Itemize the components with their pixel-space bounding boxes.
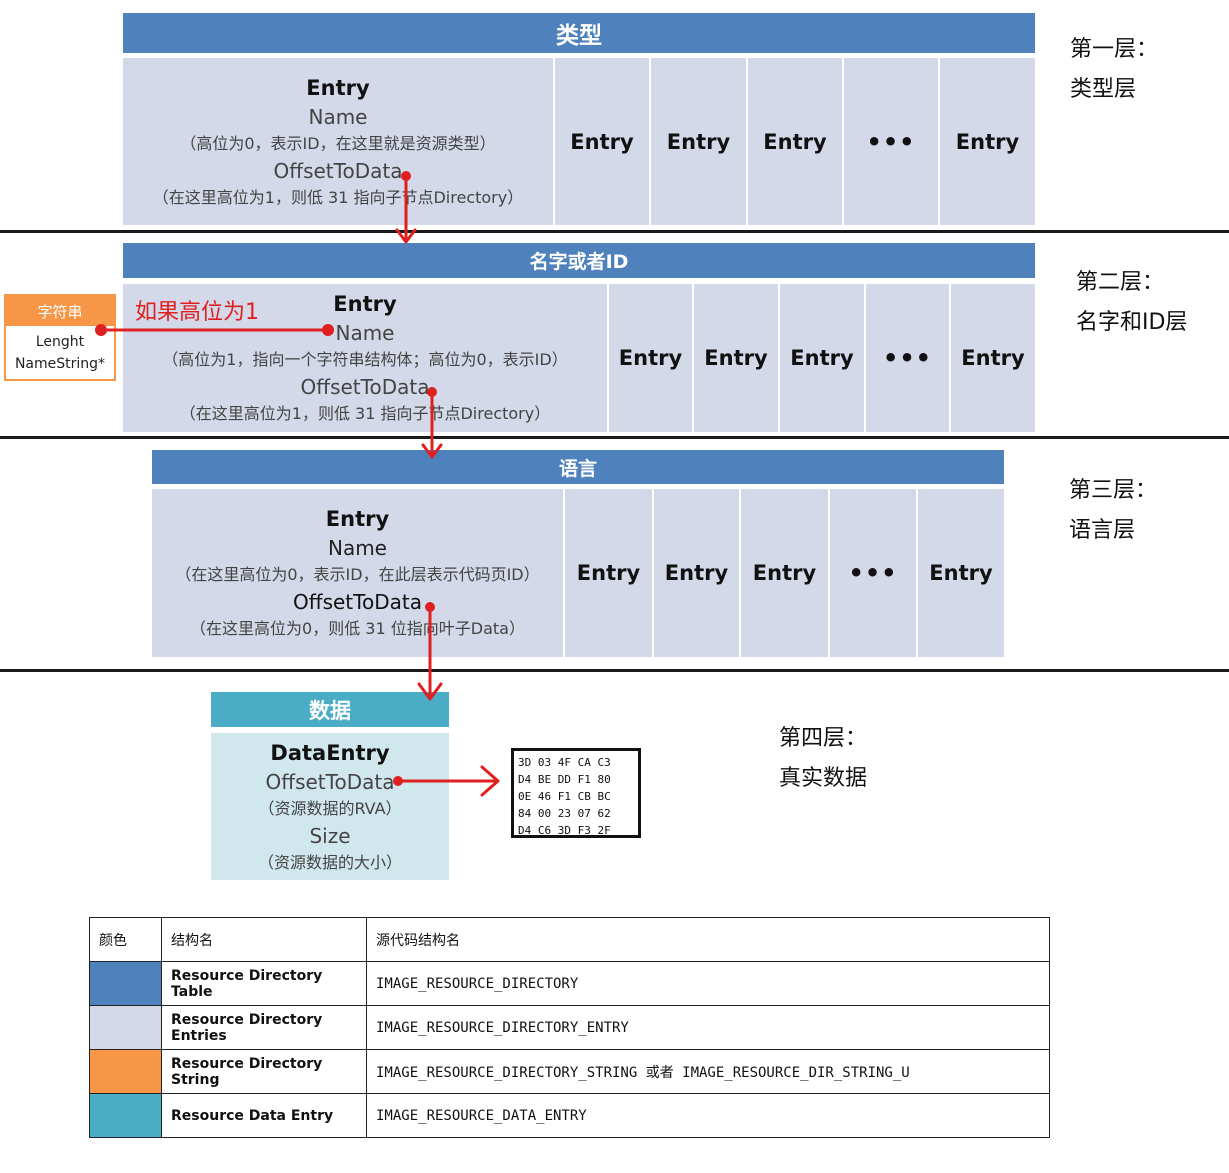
layer2-entry-cell: Entry [609,284,692,432]
legend-source-name: IMAGE_RESOURCE_DATA_ENTRY [366,1093,1050,1138]
data-offset-note: （资源数据的RVA） [258,798,402,818]
name-note: （在这里高位为0，表示ID，在此层表示代码页ID） [175,565,540,584]
color-swatch [90,1050,161,1093]
color-swatch [90,962,161,1005]
legend-row: Resource Directory Table IMAGE_RESOURCE_… [89,961,1050,1006]
layer-separator-1 [0,230,1229,233]
legend-row: Resource Data Entry IMAGE_RESOURCE_DATA_… [89,1093,1050,1138]
legend-header-src: 源代码结构名 [366,917,1050,962]
legend-header-row: 颜色 结构名 源代码结构名 [89,917,1050,962]
color-swatch [90,1006,161,1049]
layer1-ellipsis-cell: ••• [844,58,938,225]
layer3-header: 语言 [152,450,1004,484]
legend-row: Resource Directory Entries IMAGE_RESOURC… [89,1005,1050,1050]
layer1-main-entry: Entry Name （高位为0，表示ID，在这里就是资源类型） OffsetT… [123,58,553,225]
name-field: Name [308,104,368,129]
layer2-header: 名字或者ID [123,243,1035,278]
legend-swatch-cell [89,961,162,1006]
layer-separator-2 [0,436,1229,439]
offset-field: OffsetToData [293,590,422,614]
name-field: Name [335,321,395,345]
string-namestring-field: NameString* [14,356,106,372]
layer3-main-entry: Entry Name （在这里高位为0，表示ID，在此层表示代码页ID） Off… [152,489,563,657]
entry-title: Entry [306,75,370,100]
layer3-label-line1: 第三层： [1069,478,1158,503]
data-header: 数据 [211,692,449,727]
legend-table: 颜色 结构名 源代码结构名 Resource Directory Table I… [89,917,1050,1138]
layer2-entry-cell: Entry [694,284,778,432]
offset-note: （在这里高位为1，则低 31 指向子节点Directory） [179,404,551,423]
layer2-label: 第二层： 名字和ID层 [1076,263,1187,343]
legend-source-name: IMAGE_RESOURCE_DIRECTORY [366,961,1050,1006]
legend-struct-name: Resource Data Entry [161,1093,367,1138]
legend-swatch-cell [89,1005,162,1050]
layer2-label-line2: 名字和ID层 [1076,310,1188,335]
layer1-entry-cell: Entry [555,58,649,225]
layer1-label: 第一层： 类型层 [1070,30,1158,110]
legend-source-name: IMAGE_RESOURCE_DIRECTORY_ENTRY [366,1005,1050,1050]
legend-header-name: 结构名 [161,917,367,962]
offset-field: OffsetToData [300,375,430,399]
legend-struct-name: Resource Directory String [161,1049,367,1094]
legend-source-name: IMAGE_RESOURCE_DIRECTORY_STRING 或者 IMAGE… [366,1049,1050,1094]
layer4-label: 第四层： 真实数据 [779,719,867,799]
hex-row: 0E 46 F1 CB BC [518,790,611,803]
layer1-header: 类型 [123,13,1035,53]
offset-note: （在这里高位为0，则低 31 位指向叶子Data） [190,619,525,638]
name-note: （高位为1，指向一个字符串结构体；高位为0，表示ID） [162,350,568,369]
hex-row: 3D 03 4F CA C3 [518,756,611,769]
layer3-entry-cell: Entry [565,489,652,657]
string-length-field: Lenght [35,334,85,350]
entry-title: Entry [333,292,397,316]
arrowhead [480,765,500,797]
layer2-label-line1: 第二层： [1076,270,1165,295]
layer1-label-line2: 类型层 [1070,77,1137,102]
data-entry-title: DataEntry [270,740,390,765]
layer3-entry-cell: Entry [654,489,739,657]
offset-note: （在这里高位为1，则低 31 指向子节点Directory） [152,187,524,207]
data-size-note: （资源数据的大小） [257,852,402,872]
layer2-entry-cell: Entry [780,284,864,432]
legend-swatch-cell [89,1049,162,1094]
legend-swatch-cell [89,1093,162,1138]
layer3-entry-cell: Entry [918,489,1004,657]
data-entry-box: DataEntry OffsetToData （资源数据的RVA） Size （… [211,733,449,880]
legend-struct-name: Resource Directory Table [161,961,367,1006]
layer1-label-line1: 第一层： [1070,37,1159,62]
layer4-label-line1: 第四层： [779,726,868,751]
legend-row: Resource Directory String IMAGE_RESOURCE… [89,1049,1050,1094]
name-field: Name [327,536,387,560]
legend-struct-name: Resource Directory Entries [161,1005,367,1050]
layer3-label-line2: 语言层 [1069,518,1136,543]
layer3-label: 第三层： 语言层 [1069,471,1157,551]
offset-field: OffsetToData [273,158,403,183]
layer1-entry-cell: Entry [940,58,1035,225]
layer2-main-entry: Entry Name （高位为1，指向一个字符串结构体；高位为0，表示ID） O… [123,284,607,432]
layer2-ellipsis-cell: ••• [866,284,949,432]
legend-header-color: 颜色 [89,917,162,962]
layer1-entry-cell: Entry [651,58,746,225]
layer2-entry-cell: Entry [951,284,1035,432]
layer-separator-3 [0,669,1229,672]
layer3-entry-cell: Entry [741,489,828,657]
data-offset-field: OffsetToData [265,769,395,794]
string-struct-box: 字符串 Lenght NameString* [4,294,116,381]
layer4-label-line2: 真实数据 [779,766,868,791]
data-size-field: Size [309,823,351,848]
string-box-header: 字符串 [6,296,114,326]
name-note: （高位为0，表示ID，在这里就是资源类型） [180,133,496,153]
layer1-entry-cell: Entry [748,58,842,225]
hex-row: D4 BE DD F1 80 [518,773,611,786]
layer3-ellipsis-cell: ••• [830,489,916,657]
color-swatch [90,1094,161,1137]
hex-row: 84 00 23 07 62 [518,807,611,820]
high-bit-annotation: 如果高位为1 [135,298,259,328]
raw-data-hex-box: 3D 03 4F CA C3 D4 BE DD F1 80 0E 46 F1 C… [511,748,641,838]
hex-row: D4 C6 3D F3 2F [518,824,611,837]
entry-title: Entry [325,507,390,531]
